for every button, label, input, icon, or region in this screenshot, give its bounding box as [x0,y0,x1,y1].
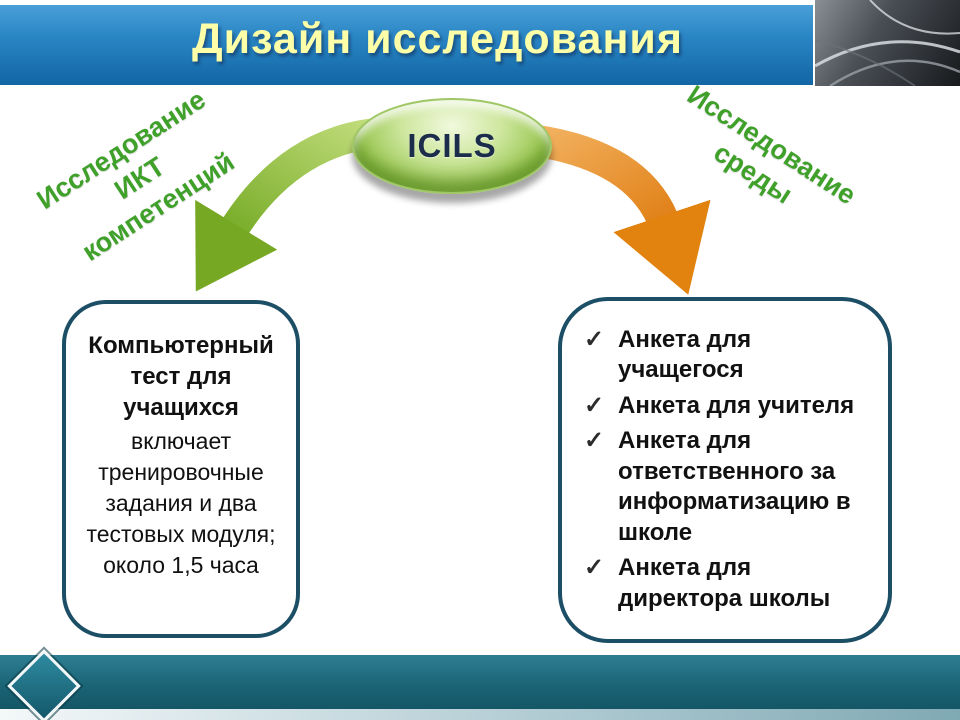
icils-label: ICILS [407,127,497,164]
checklist-item-label: Анкета для директора школы [618,554,831,612]
decorative-photo [813,0,960,88]
slide-header: Дизайн исследования [0,5,960,85]
checklist-item-label: Анкета для ответственного за информатиза… [618,427,851,546]
check-icon: ✓ [584,326,605,353]
icils-node: ICILS [352,98,552,194]
footer-strip [0,709,960,720]
checklist-item-label: Анкета для учителя [618,391,855,419]
box-body: включает тренировочные задания и два тес… [86,427,276,578]
checklist: ✓ Анкета для учащегося ✓ Анкета для учит… [584,325,872,614]
headlight-curves-graphic [815,0,960,86]
checklist-item: ✓ Анкета для учителя [584,391,872,421]
check-icon: ✓ [584,391,605,419]
left-branch-label: Исследование ИКТ компетенций [0,57,289,300]
check-icon: ✓ [584,427,605,455]
questionnaires-box: ✓ Анкета для учащегося ✓ Анкета для учит… [558,297,892,643]
checklist-item: ✓ Анкета для ответственного за информати… [584,426,872,548]
check-icon: ✓ [584,554,605,582]
checklist-item: ✓ Анкета для директора школы [584,553,872,614]
slide-title: Дизайн исследования [192,15,683,63]
student-test-box: Компьютерный тест для учащихся включает … [62,300,300,638]
right-branch-label: Исследование среды [635,61,890,259]
footer-band [0,655,960,709]
checklist-item: ✓ Анкета для учащегося [584,325,872,386]
checklist-item-label: Анкета для учащегося [618,326,752,384]
box-heading: Компьютерный тест для учащихся [88,332,274,422]
